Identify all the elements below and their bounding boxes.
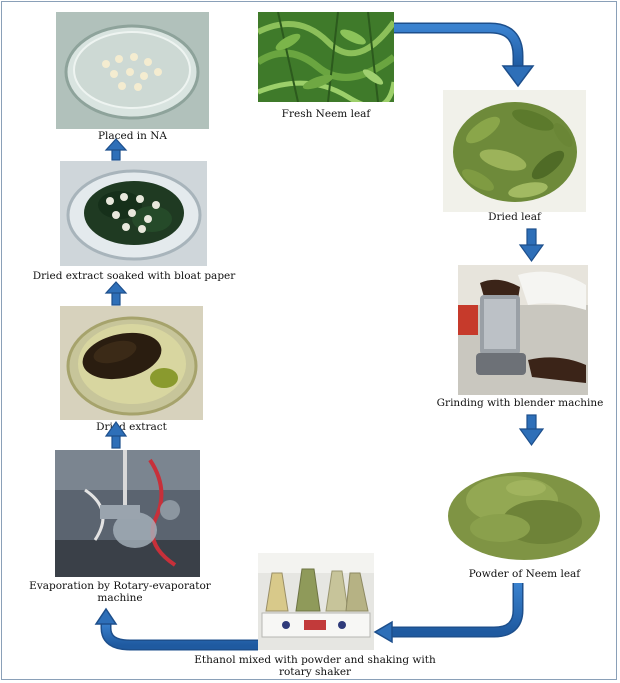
blender-photo bbox=[458, 265, 588, 395]
rotary-shaker-photo bbox=[258, 553, 374, 650]
step-label-ethanol: Ethanol mixed with powder and shaking wi… bbox=[194, 654, 436, 678]
step-label-evaporation: Evaporation by Rotary-evaporator machine bbox=[29, 580, 211, 604]
dried-extract-photo bbox=[60, 306, 203, 420]
fresh-neem-leaf-photo bbox=[258, 12, 394, 102]
step-label-dried-leaf: Dried leaf bbox=[488, 211, 541, 223]
step-label-grinding: Grinding with blender machine bbox=[436, 397, 604, 409]
rotary-evaporator-photo bbox=[55, 450, 200, 577]
petri-dish-photo bbox=[56, 12, 209, 129]
step-label-powder: Powder of Neem leaf bbox=[468, 568, 581, 580]
dried-leaf-photo bbox=[443, 90, 586, 212]
step-label-fresh-leaf: Fresh Neem leaf bbox=[281, 108, 371, 120]
step-label-soaked: Dried extract soaked with bloat paper bbox=[32, 270, 236, 282]
step-label-dried-extract: Dried extract bbox=[96, 421, 167, 433]
neem-powder-photo bbox=[442, 448, 607, 566]
soaked-paper-photo bbox=[60, 161, 207, 266]
step-label-placed: Placed in NA bbox=[97, 130, 168, 142]
